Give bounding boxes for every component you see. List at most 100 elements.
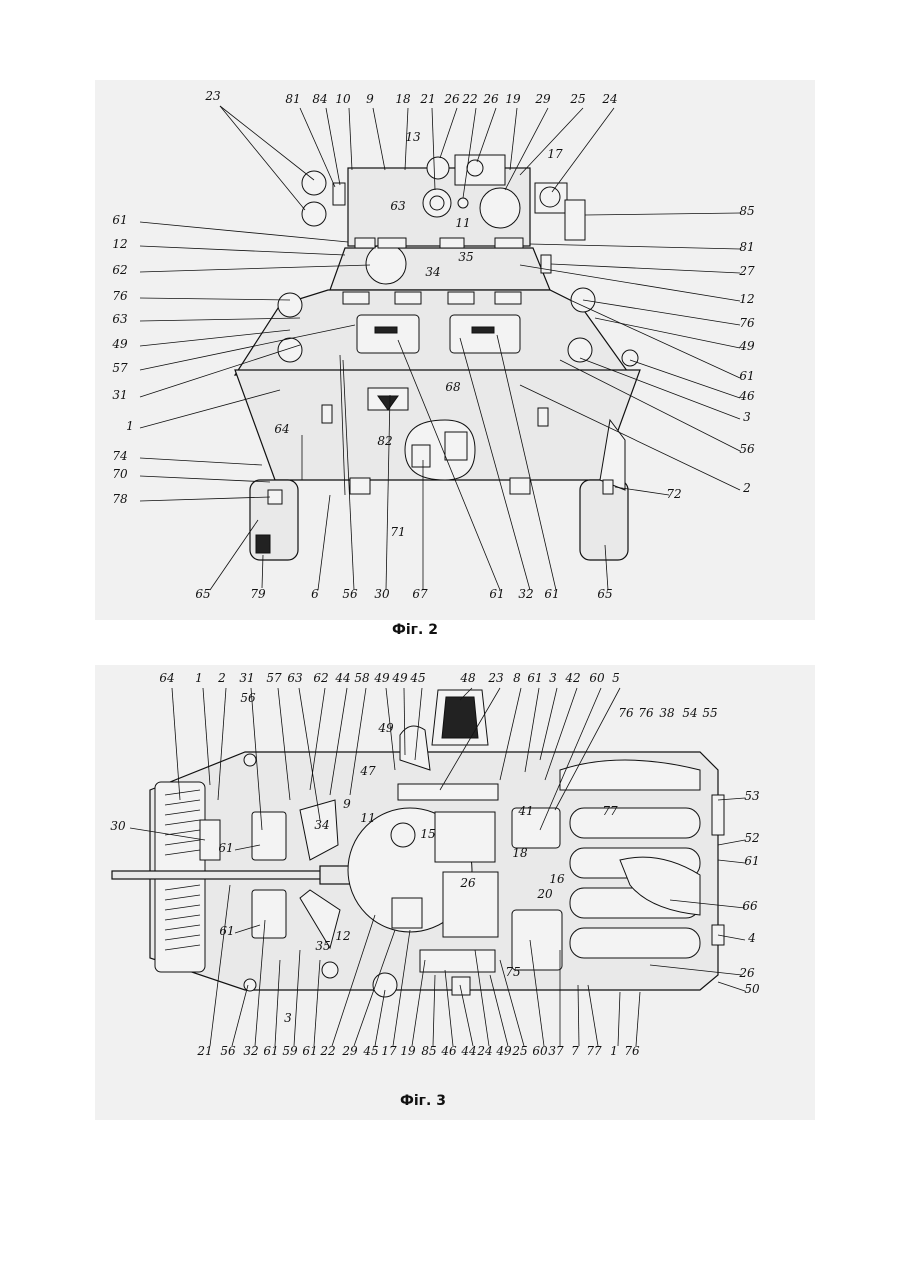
callout-number: 6 xyxy=(311,587,319,601)
callout-number: 65 xyxy=(195,587,210,601)
callout-number: 77 xyxy=(586,1044,602,1058)
callout-number: 54 xyxy=(682,706,697,720)
callout-number: 35 xyxy=(315,939,330,953)
callout-number: 3 xyxy=(549,671,557,685)
callout-number: 72 xyxy=(666,487,681,501)
callout-number: 50 xyxy=(744,982,760,996)
callout-number: 74 xyxy=(112,449,127,463)
callout-number: 81 xyxy=(285,92,300,106)
callout-number: 63 xyxy=(390,199,406,213)
figure-2-caption: Фіг. 2 xyxy=(392,622,438,638)
callout-number: 22 xyxy=(461,92,477,106)
callout-number: 24 xyxy=(476,1044,492,1058)
callout-number: 34 xyxy=(425,265,440,279)
callout-number: 19 xyxy=(505,92,521,106)
callout-number: 16 xyxy=(549,872,565,886)
callout-number: 1 xyxy=(610,1044,618,1058)
callout-number: 76 xyxy=(112,289,128,303)
callout-number: 21 xyxy=(419,92,435,106)
callout-number: 21 xyxy=(196,1044,212,1058)
callout-number: 76 xyxy=(739,316,755,330)
callout-number: 77 xyxy=(602,804,618,818)
callout-number: 61 xyxy=(112,213,127,227)
callout-number: 1 xyxy=(126,419,134,433)
callout-number: 12 xyxy=(112,237,127,251)
callout-number: 19 xyxy=(400,1044,416,1058)
callout-number: 23 xyxy=(487,671,504,685)
figure-3-caption: Фіг. 3 xyxy=(400,1093,446,1109)
callout-number: 49 xyxy=(495,1044,512,1058)
callout-number: 20 xyxy=(536,887,553,901)
callout-number: 12 xyxy=(335,929,350,943)
callout-number: 64 xyxy=(274,422,289,436)
callout-number: 76 xyxy=(624,1044,640,1058)
callout-number: 63 xyxy=(287,671,303,685)
fig3-vehicle-plan-view xyxy=(112,690,724,997)
callout-number: 9 xyxy=(366,92,374,106)
callout-number: 57 xyxy=(112,361,128,375)
callout-number: 9 xyxy=(343,797,351,811)
callout-number: 25 xyxy=(569,92,585,106)
callout-number: 17 xyxy=(547,147,563,161)
callout-number: 2 xyxy=(742,481,751,495)
callout-number: 32 xyxy=(243,1044,258,1058)
callout-number: 60 xyxy=(532,1044,548,1058)
callout-number: 5 xyxy=(612,671,620,685)
callout-number: 47 xyxy=(359,764,376,778)
callout-number: 64 xyxy=(159,671,174,685)
callout-number: 56 xyxy=(739,442,755,456)
callout-number: 18 xyxy=(512,846,528,860)
callout-number: 63 xyxy=(112,312,128,326)
callout-number: 57 xyxy=(266,671,282,685)
callout-number: 26 xyxy=(738,966,755,980)
callout-number: 42 xyxy=(564,671,580,685)
callout-number: 11 xyxy=(360,811,375,825)
callout-number: 2 xyxy=(217,671,226,685)
callout-number: 61 xyxy=(544,587,559,601)
callout-number: 49 xyxy=(738,339,755,353)
callout-number: 3 xyxy=(743,410,751,424)
callout-number: 61 xyxy=(744,854,759,868)
callout-number: 84 xyxy=(312,92,327,106)
callout-number: 61 xyxy=(218,841,233,855)
callout-number: 27 xyxy=(738,264,755,278)
callout-number: 58 xyxy=(354,671,370,685)
callout-number: 79 xyxy=(250,587,266,601)
callout-number: 59 xyxy=(282,1044,298,1058)
callout-number: 25 xyxy=(511,1044,527,1058)
callout-number: 17 xyxy=(381,1044,397,1058)
callout-number: 82 xyxy=(377,434,392,448)
callout-number: 56 xyxy=(240,691,256,705)
callout-number: 44 xyxy=(334,671,350,685)
callout-number: 31 xyxy=(112,388,127,402)
callout-number: 7 xyxy=(571,1044,579,1058)
callout-number: 61 xyxy=(739,369,754,383)
callout-number: 35 xyxy=(458,250,473,264)
callout-number: 66 xyxy=(742,899,758,913)
callout-number: 31 xyxy=(239,671,254,685)
callout-number: 85 xyxy=(739,204,754,218)
callout-number: 75 xyxy=(505,965,520,979)
fig2-vehicle-front-view xyxy=(235,155,640,560)
callout-number: 24 xyxy=(601,92,617,106)
callout-number: 61 xyxy=(263,1044,278,1058)
callout-number: 46 xyxy=(738,389,755,403)
callout-number: 13 xyxy=(405,130,421,144)
callout-number: 85 xyxy=(421,1044,436,1058)
callout-number: 49 xyxy=(373,671,390,685)
callout-number: 70 xyxy=(112,467,128,481)
callout-number: 55 xyxy=(702,706,717,720)
callout-number: 32 xyxy=(518,587,533,601)
callout-number: 18 xyxy=(395,92,411,106)
callout-number: 46 xyxy=(440,1044,457,1058)
callout-number: 61 xyxy=(219,924,234,938)
callout-number: 71 xyxy=(390,525,405,539)
callout-number: 49 xyxy=(377,721,394,735)
callout-number: 38 xyxy=(659,706,675,720)
callout-number: 12 xyxy=(739,292,754,306)
callout-number: 76 xyxy=(618,706,634,720)
callout-number: 29 xyxy=(534,92,551,106)
callout-number: 26 xyxy=(443,92,460,106)
callout-number: 49 xyxy=(391,671,408,685)
callout-number: 61 xyxy=(527,671,542,685)
